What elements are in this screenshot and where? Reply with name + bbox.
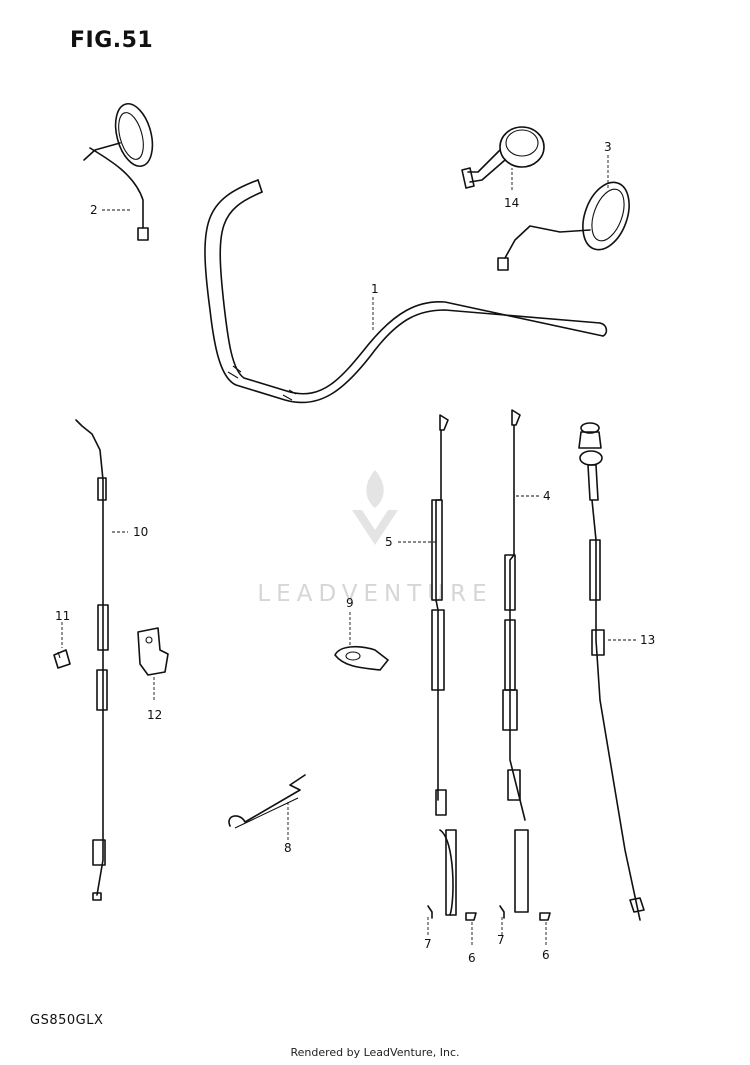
callout-3: 3 (604, 140, 612, 154)
control-cable[interactable] (502, 409, 529, 913)
figure-title: FIG.51 (70, 28, 154, 53)
throttle-cable[interactable] (75, 419, 109, 901)
footer-credit: Rendered by LeadVenture, Inc. (290, 1046, 460, 1059)
callout-1: 1 (371, 282, 379, 296)
leader-lines (61, 155, 636, 945)
callout-8: 8 (284, 841, 292, 855)
callout-6-left: 6 (468, 951, 476, 965)
meter-cable-end[interactable] (461, 126, 545, 189)
handlebar[interactable] (204, 179, 608, 404)
right-mirror[interactable] (497, 176, 638, 271)
callout-14: 14 (504, 196, 519, 210)
callout-5: 5 (385, 535, 393, 549)
callout-13: 13 (640, 633, 655, 647)
bolt-pair-left[interactable] (427, 905, 477, 921)
model-code: GS850GLX (30, 1013, 104, 1028)
clutch-cable[interactable] (431, 414, 457, 916)
callout-11: 11 (55, 609, 70, 623)
spring-clip[interactable] (228, 774, 306, 829)
choke-cable[interactable] (578, 422, 645, 921)
callout-12: 12 (147, 708, 162, 722)
cable-bracket[interactable] (137, 627, 169, 676)
callout-7-right: 7 (497, 933, 505, 947)
callout-6-right: 6 (542, 948, 550, 962)
cable-guide[interactable] (334, 645, 389, 671)
watermark-logo (352, 470, 398, 545)
watermark-text: LEADVENTURE (257, 581, 493, 607)
callout-10: 10 (133, 525, 148, 539)
bolt-pair-right[interactable] (499, 905, 551, 921)
callout-7-left: 7 (424, 937, 432, 951)
callout-9: 9 (346, 596, 354, 610)
callout-2: 2 (90, 203, 98, 217)
cable-clip[interactable] (53, 649, 71, 669)
callout-4: 4 (543, 489, 551, 503)
left-mirror[interactable] (83, 100, 159, 241)
